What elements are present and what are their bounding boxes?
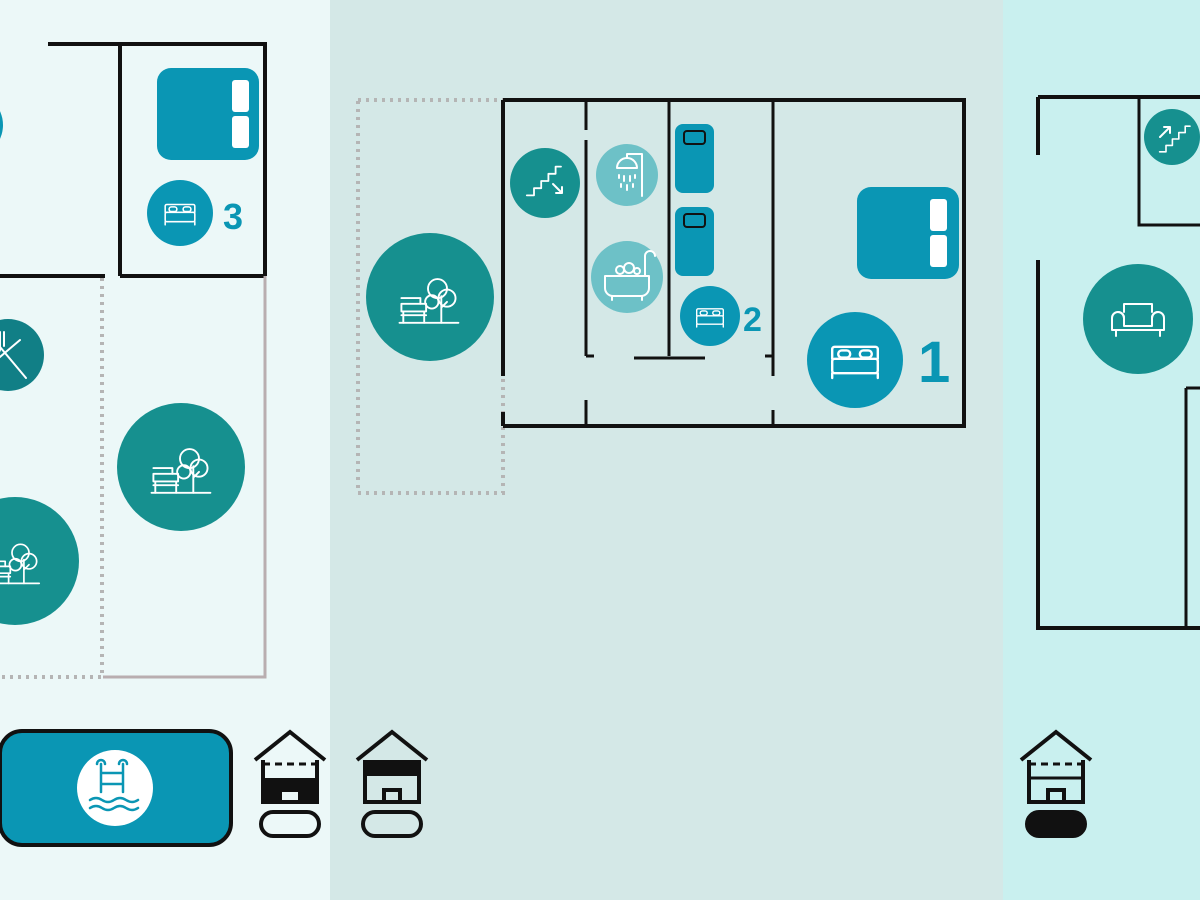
shower-icon: [596, 144, 658, 206]
pool-card: [0, 729, 233, 847]
garden-icon: [366, 233, 494, 361]
house-floor-icon: [355, 729, 429, 838]
room-2-single-bed: [675, 124, 714, 193]
stairs-up-icon: [1144, 109, 1200, 165]
room-3-double-bed: [157, 68, 259, 160]
house-floor-icon: [253, 729, 327, 838]
room-2-bed-icon: [680, 286, 740, 346]
left-floor-walls: [0, 42, 267, 679]
room-3-bed-icon: [147, 180, 213, 246]
garden-icon: [0, 497, 79, 625]
room-1-number: 1: [918, 330, 950, 395]
house-floor-icon: [1019, 729, 1093, 838]
kitchen-utensils-icon: [0, 319, 44, 391]
living-room-sofa-icon: [1083, 264, 1193, 374]
pool-icon: [88, 758, 140, 812]
middle-floor-walls: [356, 98, 966, 495]
room-3-number: 3: [223, 196, 243, 237]
bathtub-icon: [591, 241, 663, 313]
garden-icon: [117, 403, 245, 531]
right-floor-walls: [1036, 95, 1200, 630]
stairs-down-icon: [510, 148, 580, 218]
room-2-single-bed: [675, 207, 714, 276]
room-1-double-bed: [857, 187, 959, 279]
partial-icon-top-left: [0, 111, 3, 139]
room-2-number: 2: [743, 301, 762, 339]
room-1-bed-icon: [807, 312, 903, 408]
middle-floor-panel: [330, 0, 1003, 900]
